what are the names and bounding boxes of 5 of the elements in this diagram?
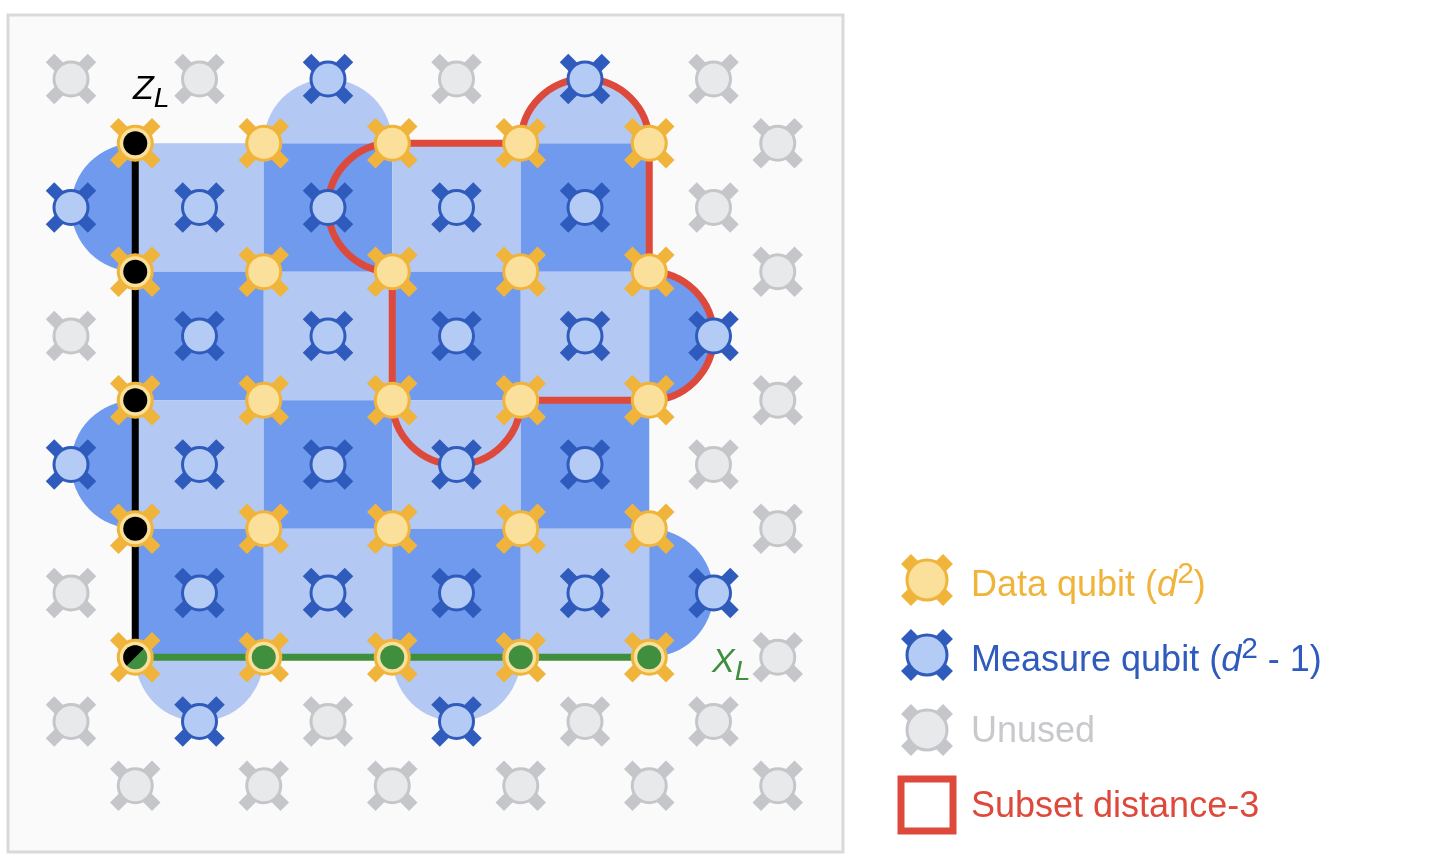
legend-text: Subset distance-3	[971, 784, 1260, 826]
legend-text: Data qubit (d$^{2}$)	[971, 555, 1206, 605]
operator-label: Z$_{L}$	[133, 70, 170, 112]
operator-label: X$_{L}$	[712, 643, 751, 685]
legend-text: Measure qubit (d$^{2}$ - 1)	[971, 630, 1322, 680]
